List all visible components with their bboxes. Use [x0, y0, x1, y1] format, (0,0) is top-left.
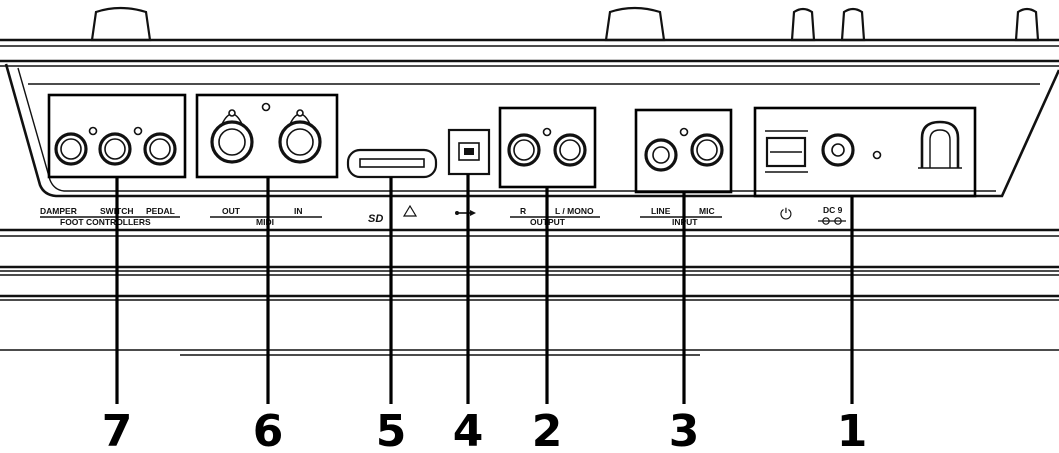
top-edge — [0, 38, 1059, 67]
dc-polarity-icon — [818, 217, 846, 225]
label-pedal: PEDAL — [146, 206, 175, 216]
label-midi-in: IN — [294, 206, 303, 216]
power-switch-icon: ⏻ — [780, 205, 792, 223]
label-input-line: LINE — [651, 206, 671, 216]
callout-1: 1 — [837, 406, 868, 453]
label-midi-out: OUT — [222, 206, 241, 216]
midi-ports — [195, 93, 339, 179]
label-input-mic: MIC — [699, 206, 715, 216]
callout-lines — [115, 174, 854, 404]
panel-lines — [0, 228, 1059, 356]
label-output-l-mono: L / MONO — [555, 206, 594, 216]
label-midi: MIDI — [256, 217, 274, 227]
connector-panel — [4, 63, 1059, 198]
callout-6: 6 — [253, 406, 284, 453]
callout-5: 5 — [376, 406, 407, 453]
callout-4: 4 — [453, 406, 484, 453]
sd-card-slot — [346, 148, 438, 179]
label-foot-controllers: FOOT CONTROLLERS — [60, 217, 151, 227]
usb-icon — [455, 210, 476, 216]
usb-port — [447, 128, 491, 176]
callout-2: 2 — [532, 406, 563, 453]
label-output-r: R — [520, 206, 526, 216]
power-section — [753, 106, 977, 198]
input-jacks — [634, 108, 733, 194]
label-sd: SD — [368, 213, 383, 225]
label-damper: DAMPER — [40, 206, 77, 216]
callout-3: 3 — [669, 406, 700, 453]
top-knobs — [90, 6, 1040, 42]
label-dc-9: DC 9 — [823, 205, 843, 215]
callout-7: 7 — [102, 406, 133, 453]
output-jacks — [498, 106, 597, 189]
foot-controller-jacks — [47, 93, 187, 179]
eject-icon — [402, 204, 418, 217]
